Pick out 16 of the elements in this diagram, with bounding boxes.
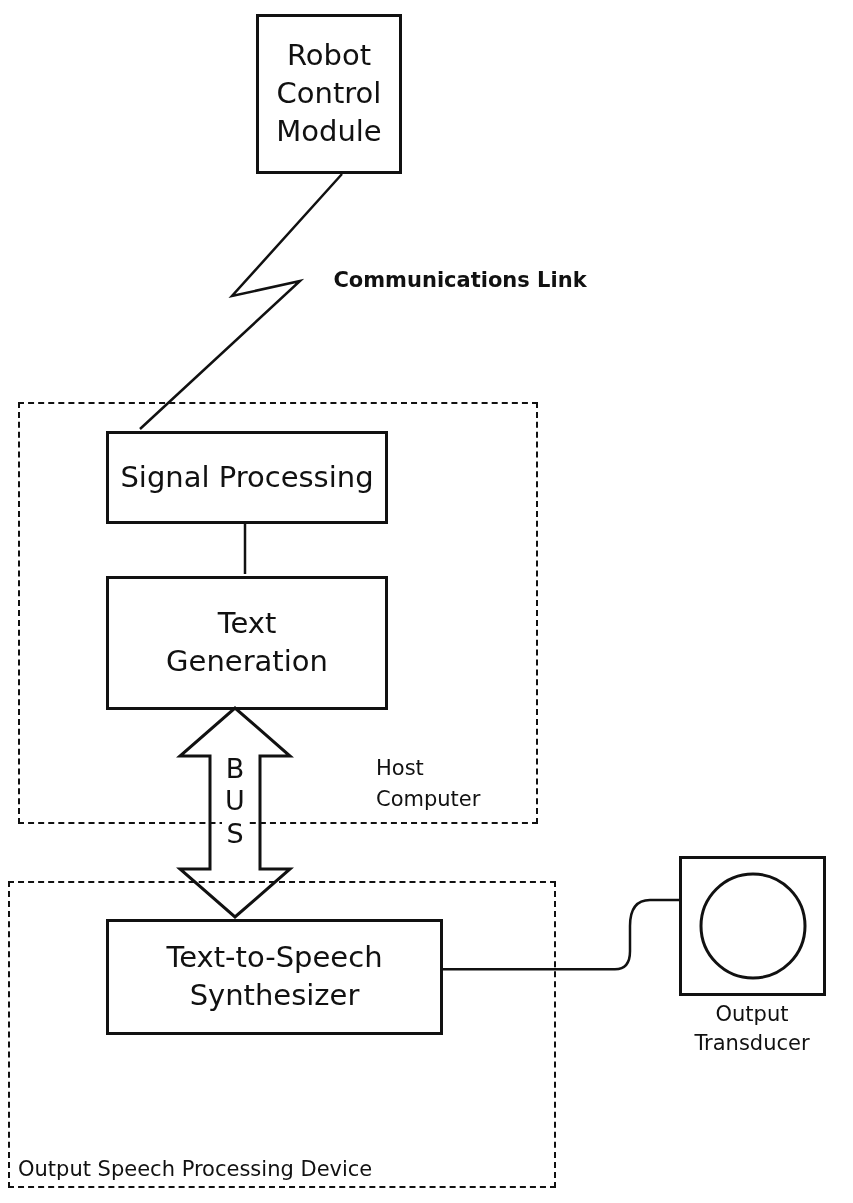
process-box — [106, 431, 388, 524]
connector-line — [441, 898, 679, 971]
box-label: Text-to-Speech Synthesizer — [165, 939, 384, 1014]
node-caption: Output Transducer — [693, 1001, 811, 1058]
group-label: Host Computer — [376, 755, 482, 813]
box-label: Text Generation — [165, 605, 329, 680]
group-label: Output Speech Processing Device — [18, 1155, 374, 1183]
process-box — [106, 576, 388, 710]
process-box — [256, 14, 402, 174]
connector-line — [243, 522, 247, 574]
zigzag-link-line — [139, 173, 343, 430]
box-label: Signal Processing — [120, 458, 374, 496]
process-box — [106, 919, 443, 1035]
dashed-group-box — [8, 881, 556, 1188]
speaker-box — [679, 856, 826, 996]
box-label: Robot Control Module — [275, 37, 383, 150]
